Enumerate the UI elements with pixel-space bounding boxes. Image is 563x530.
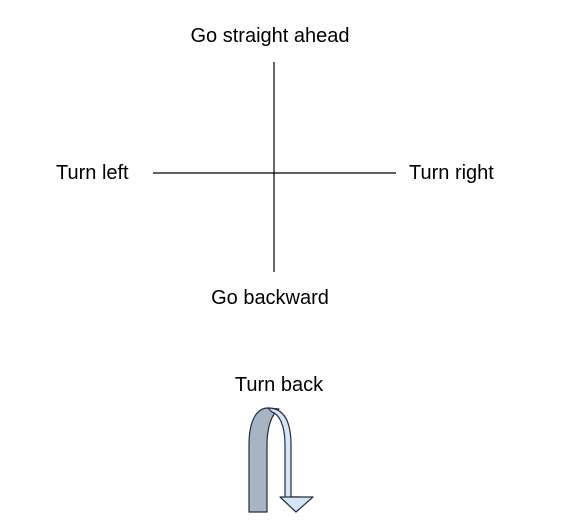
u-turn-arrow-front-strap xyxy=(267,407,300,512)
label-go-straight-ahead: Go straight ahead xyxy=(190,25,350,47)
label-turn-back: Turn back xyxy=(234,374,324,396)
u-turn-arrow-head xyxy=(279,496,314,513)
u-turn-arrow-back-strap xyxy=(248,407,280,513)
u-turn-arrow-icon xyxy=(248,407,314,513)
label-turn-right: Turn right xyxy=(409,162,494,184)
label-go-backward: Go backward xyxy=(211,287,329,309)
label-turn-left: Turn left xyxy=(56,162,129,184)
